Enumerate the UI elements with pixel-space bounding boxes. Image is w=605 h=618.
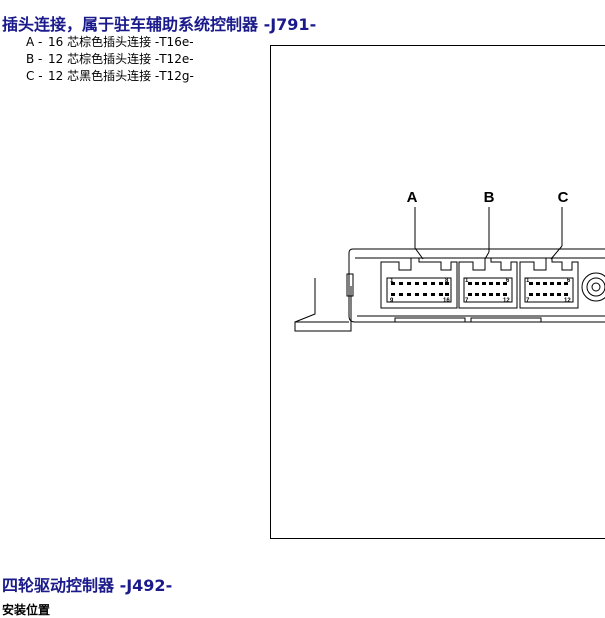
pin-label: 1 xyxy=(390,278,394,284)
callout-label-b: B xyxy=(484,189,495,206)
pin-label: 8 xyxy=(445,278,449,284)
pin-label: 7 xyxy=(465,298,469,304)
legend-item-b: B -12 芯棕色插头连接 -T12e- xyxy=(26,52,194,66)
pin-label: 6 xyxy=(567,278,571,284)
legend-item-c: C -12 芯黑色插头连接 -T12g- xyxy=(26,69,194,83)
control-unit-drawing: A B C 1 8 9 16 1 6 7 12 1 6 7 12 xyxy=(294,189,605,332)
section-title-awd-control-unit: 四轮驱动控制器 -J492- xyxy=(2,576,173,595)
pin-label: 7 xyxy=(526,298,530,304)
callout-label-c: C xyxy=(558,189,569,206)
pin-label: 9 xyxy=(390,298,394,304)
callout-label-a: A xyxy=(407,189,418,206)
pin-label: 12 xyxy=(564,298,571,304)
connector-legend: A -16 芯棕色插头连接 -T16e- B -12 芯棕色插头连接 -T12e… xyxy=(26,34,194,85)
pin-label: 6 xyxy=(506,278,510,284)
control-unit-connector-figure: A B C 1 8 9 16 1 6 7 12 1 6 7 12 xyxy=(270,45,605,539)
section-subtitle-install-location: 安装位置 xyxy=(2,603,51,617)
section-title-parking-assist: 插头连接，属于驻车辅助系统控制器 -J791- xyxy=(2,15,317,34)
pin-label: 1 xyxy=(526,278,530,284)
pin-label: 12 xyxy=(503,298,510,304)
pin-label: 1 xyxy=(465,278,469,284)
legend-item-a: A -16 芯棕色插头连接 -T16e- xyxy=(26,35,194,49)
pin-label: 16 xyxy=(443,298,450,304)
